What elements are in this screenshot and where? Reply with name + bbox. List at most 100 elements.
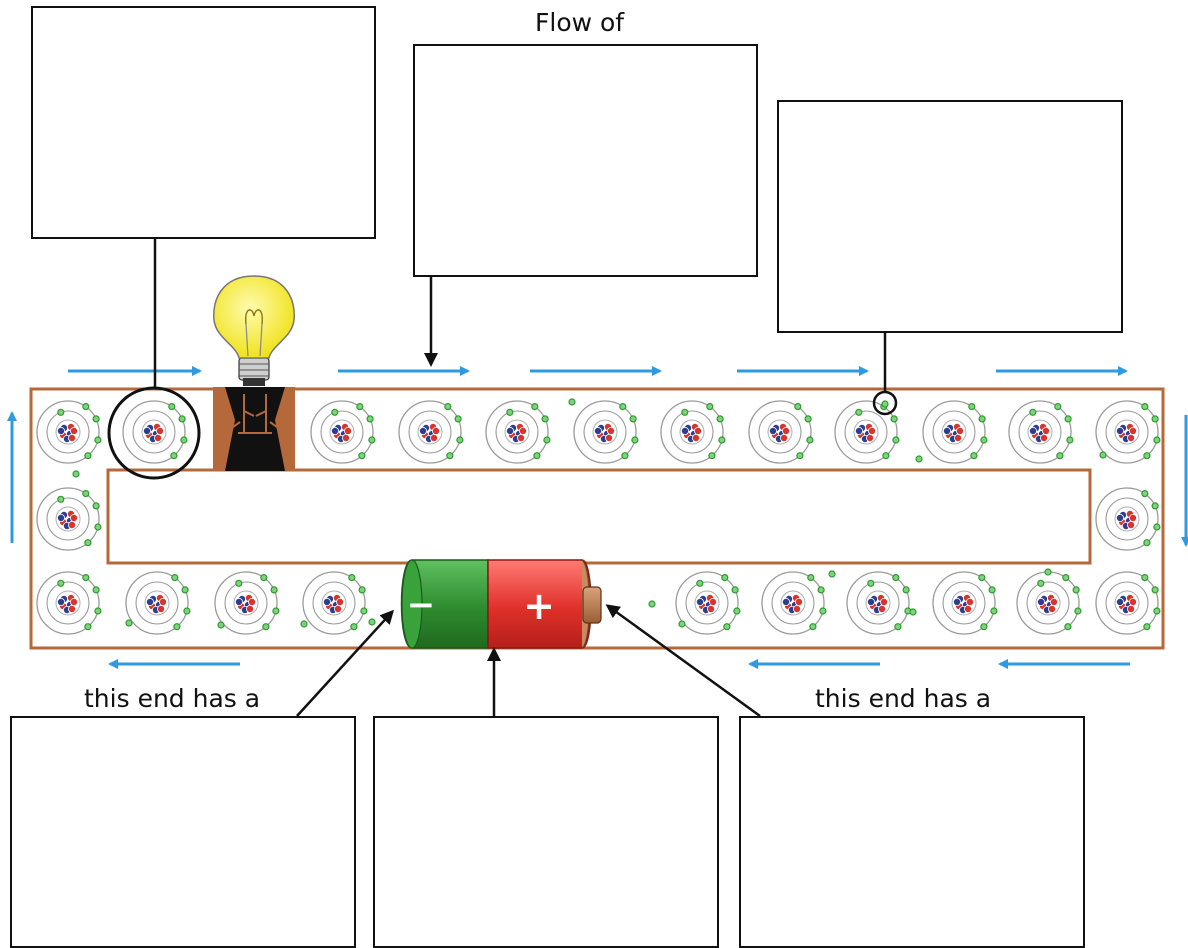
electron-icon bbox=[1153, 607, 1161, 615]
electron-icon bbox=[1141, 574, 1149, 582]
electron-icon bbox=[506, 408, 514, 416]
atoms-group bbox=[36, 400, 1161, 635]
electron-icon bbox=[794, 403, 802, 411]
electron-icon bbox=[272, 607, 280, 615]
electron-icon bbox=[57, 579, 65, 587]
electron-icon bbox=[92, 586, 100, 594]
electron-icon bbox=[92, 502, 100, 510]
atom-icon bbox=[398, 400, 464, 464]
answer-box-bulb[interactable] bbox=[31, 6, 376, 239]
electron-icon bbox=[970, 452, 978, 460]
electron-icon bbox=[348, 574, 356, 582]
electron-icon bbox=[531, 403, 539, 411]
electron-icon bbox=[855, 408, 863, 416]
electron-icon bbox=[82, 490, 90, 498]
electron-icon bbox=[817, 586, 825, 594]
electron-icon bbox=[796, 452, 804, 460]
electron-icon bbox=[890, 415, 898, 423]
atom-icon bbox=[573, 400, 639, 464]
electron-icon bbox=[902, 586, 910, 594]
atom-icon bbox=[122, 400, 188, 464]
electron-icon bbox=[718, 436, 726, 444]
light-bulb-icon bbox=[213, 275, 295, 471]
electron-icon bbox=[619, 403, 627, 411]
atom-icon bbox=[922, 400, 988, 464]
electron-icon bbox=[648, 600, 656, 608]
electron-icon bbox=[1151, 502, 1159, 510]
electron-icon bbox=[988, 586, 996, 594]
connector-negative-end bbox=[296, 609, 395, 717]
atom-icon bbox=[932, 571, 998, 635]
atom-icon bbox=[660, 400, 726, 464]
electron-icon bbox=[170, 452, 178, 460]
atom-icon bbox=[1008, 400, 1074, 464]
atom-icon bbox=[36, 400, 102, 464]
flow-of-label: Flow of bbox=[535, 8, 625, 37]
atom-icon bbox=[748, 400, 814, 464]
electron-icon bbox=[568, 398, 576, 406]
electron-icon bbox=[867, 579, 875, 587]
electron-icon bbox=[543, 436, 551, 444]
electron-icon bbox=[678, 620, 686, 628]
answer-box-flow[interactable] bbox=[413, 44, 758, 277]
atom-icon bbox=[1095, 400, 1161, 464]
electron-icon bbox=[1066, 436, 1074, 444]
electron-icon bbox=[1064, 415, 1072, 423]
electron-icon bbox=[446, 452, 454, 460]
electron-icon bbox=[82, 403, 90, 411]
electron-icon bbox=[262, 623, 270, 631]
electron-icon bbox=[1141, 490, 1149, 498]
electron-icon bbox=[721, 574, 729, 582]
electron-icon bbox=[1062, 574, 1070, 582]
battery-positive-symbol: + bbox=[523, 584, 555, 628]
electron-icon bbox=[708, 452, 716, 460]
electron-icon bbox=[82, 574, 90, 582]
atom-icon bbox=[1095, 571, 1161, 635]
electron-icon bbox=[358, 586, 366, 594]
electron-icon bbox=[1143, 623, 1151, 631]
atom-icon bbox=[36, 571, 102, 635]
electron-icon bbox=[806, 436, 814, 444]
electron-icon bbox=[1054, 403, 1062, 411]
electron-icon bbox=[368, 436, 376, 444]
electron-icon bbox=[819, 607, 827, 615]
electron-icon bbox=[356, 403, 364, 411]
electron-icon bbox=[358, 452, 366, 460]
atom-icon bbox=[761, 571, 827, 635]
answer-box-battery[interactable] bbox=[373, 716, 719, 948]
electron-icon bbox=[94, 523, 102, 531]
electron-icon bbox=[809, 623, 817, 631]
answer-box-negative-end[interactable] bbox=[10, 716, 356, 948]
answer-box-electron[interactable] bbox=[777, 100, 1123, 333]
electron-icon bbox=[180, 436, 188, 444]
electron-icon bbox=[168, 403, 176, 411]
electron-icon bbox=[1072, 586, 1080, 594]
electron-icon bbox=[235, 579, 243, 587]
electron-icon bbox=[1037, 579, 1045, 587]
atom-icon bbox=[1016, 571, 1082, 635]
electron-icon bbox=[1064, 623, 1072, 631]
free-electrons-group bbox=[72, 398, 1107, 629]
electron-icon bbox=[723, 623, 731, 631]
electron-icon bbox=[909, 608, 917, 616]
electron-icon bbox=[1141, 403, 1149, 411]
electron-icon bbox=[57, 495, 65, 503]
electron-icon bbox=[631, 436, 639, 444]
electron-icon bbox=[1153, 436, 1161, 444]
electron-icon bbox=[181, 586, 189, 594]
electron-icon bbox=[621, 452, 629, 460]
wire-inner bbox=[106, 468, 1092, 565]
electron-icon bbox=[183, 607, 191, 615]
electron-icon bbox=[171, 574, 179, 582]
answer-box-positive-end[interactable] bbox=[739, 716, 1085, 948]
battery-negative-symbol: − bbox=[407, 585, 436, 625]
atom-icon bbox=[675, 571, 741, 635]
electron-icon bbox=[125, 619, 133, 627]
atom-icon bbox=[310, 400, 376, 464]
electron-icon bbox=[1056, 452, 1064, 460]
electron-icon bbox=[706, 403, 714, 411]
electron-icon bbox=[681, 408, 689, 416]
this-end-right-label: this end has a bbox=[815, 684, 992, 713]
electron-icon bbox=[1099, 451, 1107, 459]
